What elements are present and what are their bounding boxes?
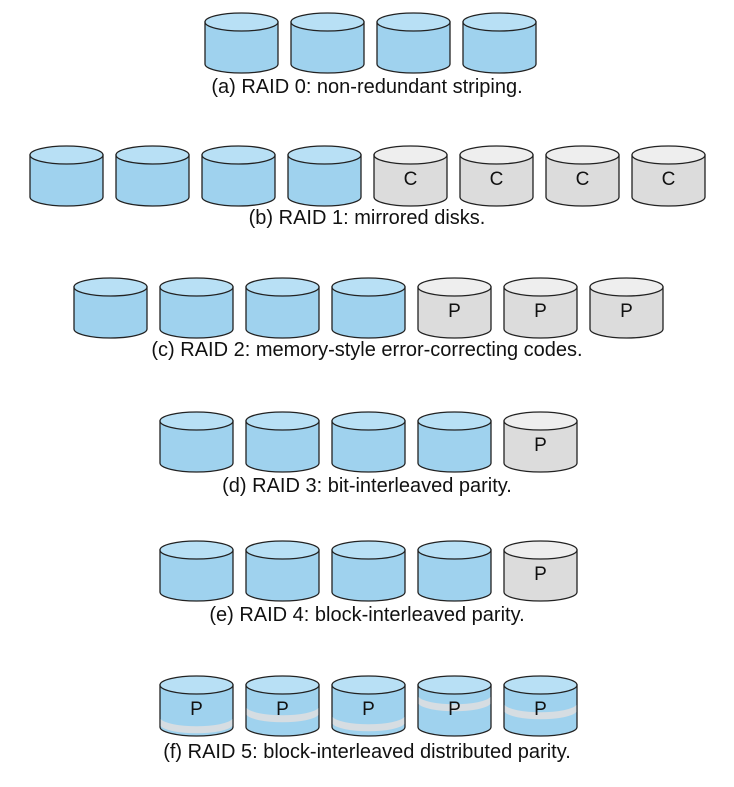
data-disk bbox=[29, 145, 104, 207]
caption-raid-2: (c) RAID 2: memory-style error-correctin… bbox=[151, 339, 583, 361]
disk-label: P bbox=[534, 301, 547, 322]
data-disk bbox=[159, 277, 234, 339]
caption-raid-0: (a) RAID 0: non-redundant striping. bbox=[211, 76, 523, 98]
data-disk bbox=[245, 540, 320, 602]
data-disk bbox=[201, 145, 276, 207]
parity-disk: P bbox=[503, 675, 578, 737]
parity-disk: P bbox=[417, 675, 492, 737]
disk-label: P bbox=[190, 699, 203, 720]
check-disk: C bbox=[373, 145, 448, 207]
data-disk bbox=[417, 540, 492, 602]
caption-raid-4: (e) RAID 4: block-interleaved parity. bbox=[209, 604, 525, 626]
caption-raid-1: (b) RAID 1: mirrored disks. bbox=[248, 207, 486, 229]
data-disk bbox=[331, 540, 406, 602]
data-disk bbox=[376, 12, 451, 74]
check-disk: C bbox=[459, 145, 534, 207]
data-disk bbox=[245, 277, 320, 339]
data-disk bbox=[331, 277, 406, 339]
disk-label: C bbox=[576, 169, 590, 190]
disk-label: P bbox=[276, 699, 289, 720]
data-disk bbox=[159, 411, 234, 473]
disk-label: C bbox=[662, 169, 676, 190]
data-disk bbox=[417, 411, 492, 473]
check-disk: C bbox=[631, 145, 706, 207]
row-raid-3: P bbox=[159, 411, 578, 473]
data-disk bbox=[462, 12, 537, 74]
parity-disk: P bbox=[245, 675, 320, 737]
check-disk: P bbox=[503, 277, 578, 339]
disk-label: P bbox=[534, 564, 547, 585]
check-disk: P bbox=[503, 411, 578, 473]
caption-raid-5: (f) RAID 5: block-interleaved distribute… bbox=[163, 741, 571, 763]
parity-disk: P bbox=[331, 675, 406, 737]
disk-label: P bbox=[448, 699, 461, 720]
data-disk bbox=[204, 12, 279, 74]
data-disk bbox=[245, 411, 320, 473]
check-disk: C bbox=[545, 145, 620, 207]
data-disk bbox=[73, 277, 148, 339]
check-disk: P bbox=[417, 277, 492, 339]
disk-label: C bbox=[490, 169, 504, 190]
disk-label: P bbox=[362, 699, 375, 720]
disk-label: P bbox=[534, 699, 547, 720]
check-disk: P bbox=[589, 277, 664, 339]
disk-label: C bbox=[404, 169, 418, 190]
data-disk bbox=[331, 411, 406, 473]
disk-label: P bbox=[620, 301, 633, 322]
disk-label: P bbox=[448, 301, 461, 322]
row-raid-0 bbox=[204, 12, 537, 74]
disk-label: P bbox=[534, 435, 547, 456]
row-raid-4: P bbox=[159, 540, 578, 602]
data-disk bbox=[115, 145, 190, 207]
parity-disk: P bbox=[159, 675, 234, 737]
data-disk bbox=[290, 12, 365, 74]
caption-raid-3: (d) RAID 3: bit-interleaved parity. bbox=[222, 475, 512, 497]
data-disk bbox=[287, 145, 362, 207]
data-disk bbox=[159, 540, 234, 602]
check-disk: P bbox=[503, 540, 578, 602]
